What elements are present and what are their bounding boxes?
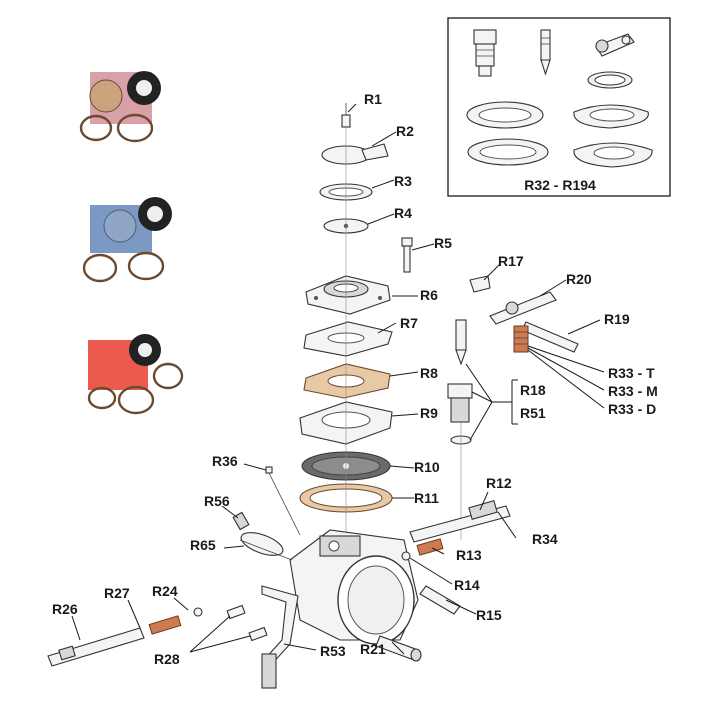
label-r65: R65: [190, 537, 216, 553]
inset-gasket-1: [466, 101, 544, 129]
part-carb-body: [289, 529, 419, 645]
label-r24: R24: [152, 583, 178, 599]
label-r1: R1: [364, 91, 382, 107]
part-r33-spring: [513, 325, 529, 353]
inset-box: R32 - R194: [447, 17, 671, 197]
part-r36-pin: [265, 466, 301, 536]
part-r2-cover: [321, 143, 389, 165]
part-r15-jet: [419, 585, 461, 615]
part-r20-lever: [489, 291, 557, 325]
label-r5: R5: [434, 235, 452, 251]
label-r11: R11: [414, 490, 439, 506]
part-r24-clip: [193, 607, 203, 617]
inset-caption: R32 - R194: [524, 177, 596, 193]
label-r4: R4: [394, 205, 412, 221]
label-r27: R27: [104, 585, 130, 601]
label-r9: R9: [420, 405, 438, 421]
part-r14-washer: [401, 551, 411, 561]
label-r34: R34: [532, 531, 558, 547]
part-r8-gasket: [303, 363, 391, 399]
label-r14: R14: [454, 577, 480, 593]
label-r33-t: R33 - T: [608, 365, 655, 381]
label-r21: R21: [360, 641, 386, 657]
inset-gasket-3: [467, 138, 549, 166]
label-r17: R17: [498, 253, 524, 269]
label-r10: R10: [414, 459, 440, 475]
part-r7-gasket: [303, 321, 393, 357]
kit-r67: [82, 197, 172, 283]
inset-gasket-4: [573, 142, 653, 168]
label-r51: R51: [520, 405, 546, 421]
part-r21-jet: [375, 635, 422, 662]
label-r7: R7: [400, 315, 418, 331]
part-r1-screw: [341, 103, 351, 128]
part-r28-screws: [226, 604, 268, 642]
label-r36: R36: [212, 453, 238, 469]
part-r65-disc: [239, 532, 293, 561]
label-r56: R56: [204, 493, 230, 509]
label-r15: R15: [476, 607, 502, 623]
label-r20: R20: [566, 271, 592, 287]
label-r53: R53: [320, 643, 346, 659]
inset-needle: [540, 29, 551, 76]
part-r56-screw: [232, 511, 250, 531]
part-r18-needle: [455, 319, 467, 366]
inset-lever: [595, 33, 635, 57]
label-r19: R19: [604, 311, 630, 327]
label-r28: R28: [154, 651, 180, 667]
label-r8: R8: [420, 365, 438, 381]
label-r6: R6: [420, 287, 438, 303]
part-r27-spring: [148, 615, 182, 635]
part-r53-bracket: [261, 585, 299, 689]
part-r12-r34-assembly: [409, 499, 511, 543]
label-r33-d: R33 - D: [608, 401, 656, 417]
part-r13-spring: [416, 538, 444, 556]
label-r18: R18: [520, 382, 546, 398]
inset-gasket-2: [573, 104, 649, 129]
label-r13: R13: [456, 547, 482, 563]
leader-lines: [71, 103, 605, 655]
part-r19-pin: [521, 321, 579, 353]
label-r12: R12: [486, 475, 512, 491]
part-r51-seat: [447, 383, 473, 540]
label-r26: R26: [52, 601, 78, 617]
label-r2: R2: [396, 123, 414, 139]
label-r3: R3: [394, 173, 412, 189]
kit-r68: [87, 334, 184, 415]
part-r5-screw: [401, 237, 413, 273]
kit-r66: [79, 71, 161, 143]
inset-fitting: [473, 29, 497, 77]
part-r26-shaft: [47, 627, 145, 667]
label-r33-m: R33 - M: [608, 383, 658, 399]
part-r6-pump-cover: [305, 275, 391, 315]
part-r17-plug: [469, 275, 491, 293]
